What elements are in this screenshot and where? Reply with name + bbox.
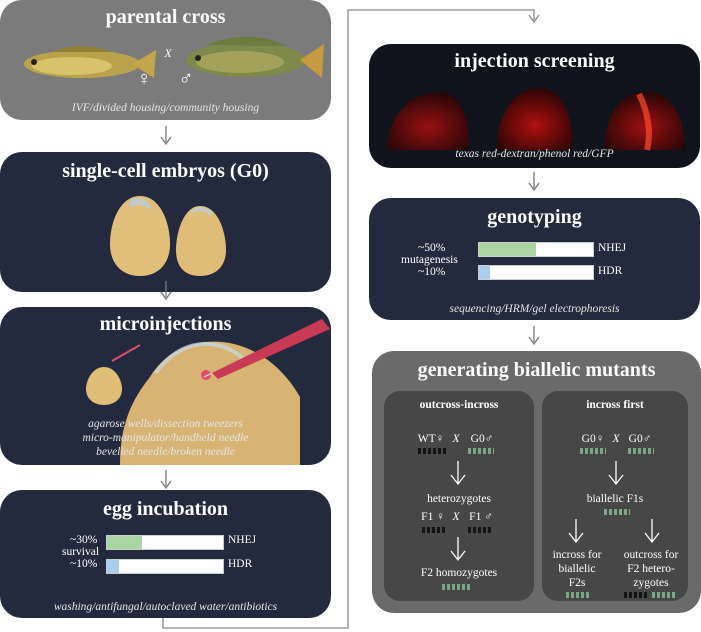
embryo-image <box>110 196 226 276</box>
incross-first-title: incross first <box>586 399 644 411</box>
outcross-step2: heterozygotes <box>427 493 491 505</box>
incross-first-box: incross first G0♀ X G0♂ biallelic F1s in… <box>542 391 688 601</box>
parental-cross-panel: parental cross X ♀ ♂ IVF/divided housing… <box>0 0 331 120</box>
outcross-cross1-x: X <box>452 433 460 445</box>
egg-incubation-panel: egg incubation ~30% survival ~10% NHEJ H… <box>0 490 331 618</box>
geno-group-label: mutagenesis <box>401 254 458 266</box>
dna-icon <box>418 448 446 454</box>
egg-incubation-title: egg incubation <box>102 498 229 520</box>
outcross-cross1-left: WT♀ <box>417 433 445 445</box>
incross-step2: biallelic F1s <box>586 493 644 505</box>
outcross-incross-title: outcross-incross <box>419 399 499 411</box>
arrow-down-icon <box>450 461 466 486</box>
dna-icon <box>604 509 630 515</box>
single-cell-panel: single-cell embryos (G0) <box>0 152 331 292</box>
female-fish-image <box>24 46 156 78</box>
microinjections-caption-1: agarose wells/dissection tweezers <box>88 418 243 430</box>
injection-screening-caption: texas red-dextran/phenol red/GFP <box>455 148 614 160</box>
arrow-down-icon <box>160 470 172 490</box>
incross-left-line-2: biallelic <box>558 563 596 575</box>
female-symbol: ♀ <box>136 68 152 90</box>
incross-left-line-3: F2s <box>568 577 586 589</box>
microinjection-image <box>86 319 330 465</box>
arrow-down-icon <box>568 519 584 544</box>
egg-bar-nhej-fill <box>107 536 142 549</box>
genotyping-panel: genotyping ~50% mutagenesis ~10% NHEJ HD… <box>369 198 700 320</box>
geno-bar-hdr <box>478 265 594 280</box>
male-fish-image <box>186 36 324 78</box>
geno-pct-label-2: ~10% <box>418 266 446 278</box>
cross-symbol: X <box>164 46 172 60</box>
arrow-down-icon <box>644 519 660 544</box>
microinjections-title: microinjections <box>99 313 232 335</box>
outcross-cross2-left: F1 ♀ <box>421 511 445 523</box>
egg-group-label: survival <box>62 546 100 558</box>
single-cell-title: single-cell embryos (G0) <box>62 160 269 182</box>
outcross-cross2-right: F1 ♂ <box>469 511 493 523</box>
dna-icon <box>442 584 470 590</box>
geno-bar-nhej-fill <box>479 243 536 256</box>
fluorescent-embryos-image <box>387 88 685 151</box>
outcross-step3: F2 homozygotes <box>420 567 498 579</box>
dna-icon <box>624 592 648 598</box>
microinjections-panel: microinjections agarose wells/dissection… <box>0 307 331 465</box>
injection-screening-panel: injection screening texas red-dextran/ph… <box>369 44 700 168</box>
genotyping-caption: sequencing/HRM/gel electrophoresis <box>449 303 620 315</box>
egg-method-1: NHEJ <box>228 534 257 546</box>
egg-incubation-caption: washing/antifungal/autoclaved water/anti… <box>53 601 278 613</box>
egg-bar-nhej <box>106 535 224 550</box>
dna-icon <box>468 448 494 454</box>
egg-pct-label-1: ~30% <box>70 534 98 546</box>
geno-bar-hdr-fill <box>479 266 491 279</box>
arrow-down-icon <box>160 281 172 301</box>
injection-screening-title: injection screening <box>454 50 615 72</box>
dna-icon <box>652 592 676 598</box>
incross-left-line-1: incross for <box>552 549 602 561</box>
parental-cross-title: parental cross <box>105 6 226 28</box>
microinjections-caption-3: bevelled needle/broken needle <box>96 446 235 458</box>
dna-icon <box>566 592 590 598</box>
dna-icon <box>628 448 654 454</box>
incross-cross1-x: X <box>612 433 620 445</box>
egg-pct-label-2: ~10% <box>70 558 98 570</box>
biallelic-panel: generating biallelic mutants outcross-in… <box>372 351 701 613</box>
arrow-down-icon <box>160 126 172 146</box>
egg-method-2: HDR <box>228 558 253 570</box>
incross-right-line-2: F2 hetero- <box>627 563 675 575</box>
geno-bar-nhej <box>478 242 594 257</box>
incross-right-line-3: zygotes <box>633 577 669 589</box>
microinjections-caption-2: micro-manipulator/handheld needle <box>82 432 249 444</box>
arrow-down-icon <box>528 172 540 192</box>
incross-cross1-left: G0♀ <box>581 433 605 445</box>
arrow-down-icon <box>450 537 466 562</box>
outcross-incross-box: outcross-incross WT♀ X G0♂ heterozygotes… <box>384 391 534 601</box>
genotyping-title: genotyping <box>487 206 582 228</box>
egg-bar-hdr <box>106 559 224 574</box>
geno-method-2: HDR <box>598 265 623 277</box>
geno-pct-label-1: ~50% <box>418 242 446 254</box>
arrow-down-icon <box>528 326 540 346</box>
dna-icon <box>422 527 446 533</box>
outcross-cross2-x: X <box>452 511 460 523</box>
parental-cross-caption: IVF/divided housing/community housing <box>71 102 260 114</box>
geno-method-1: NHEJ <box>598 242 627 254</box>
male-symbol: ♂ <box>178 68 194 90</box>
incross-right-line-1: outcross for <box>623 549 679 561</box>
egg-bar-hdr-fill <box>107 560 119 573</box>
arrow-down-icon <box>608 461 624 486</box>
dna-icon <box>580 448 606 454</box>
incross-cross1-right: G0♂ <box>628 433 652 445</box>
dna-icon <box>468 527 492 533</box>
outcross-cross1-right: G0♂ <box>470 433 494 445</box>
biallelic-title: generating biallelic mutants <box>417 359 656 381</box>
